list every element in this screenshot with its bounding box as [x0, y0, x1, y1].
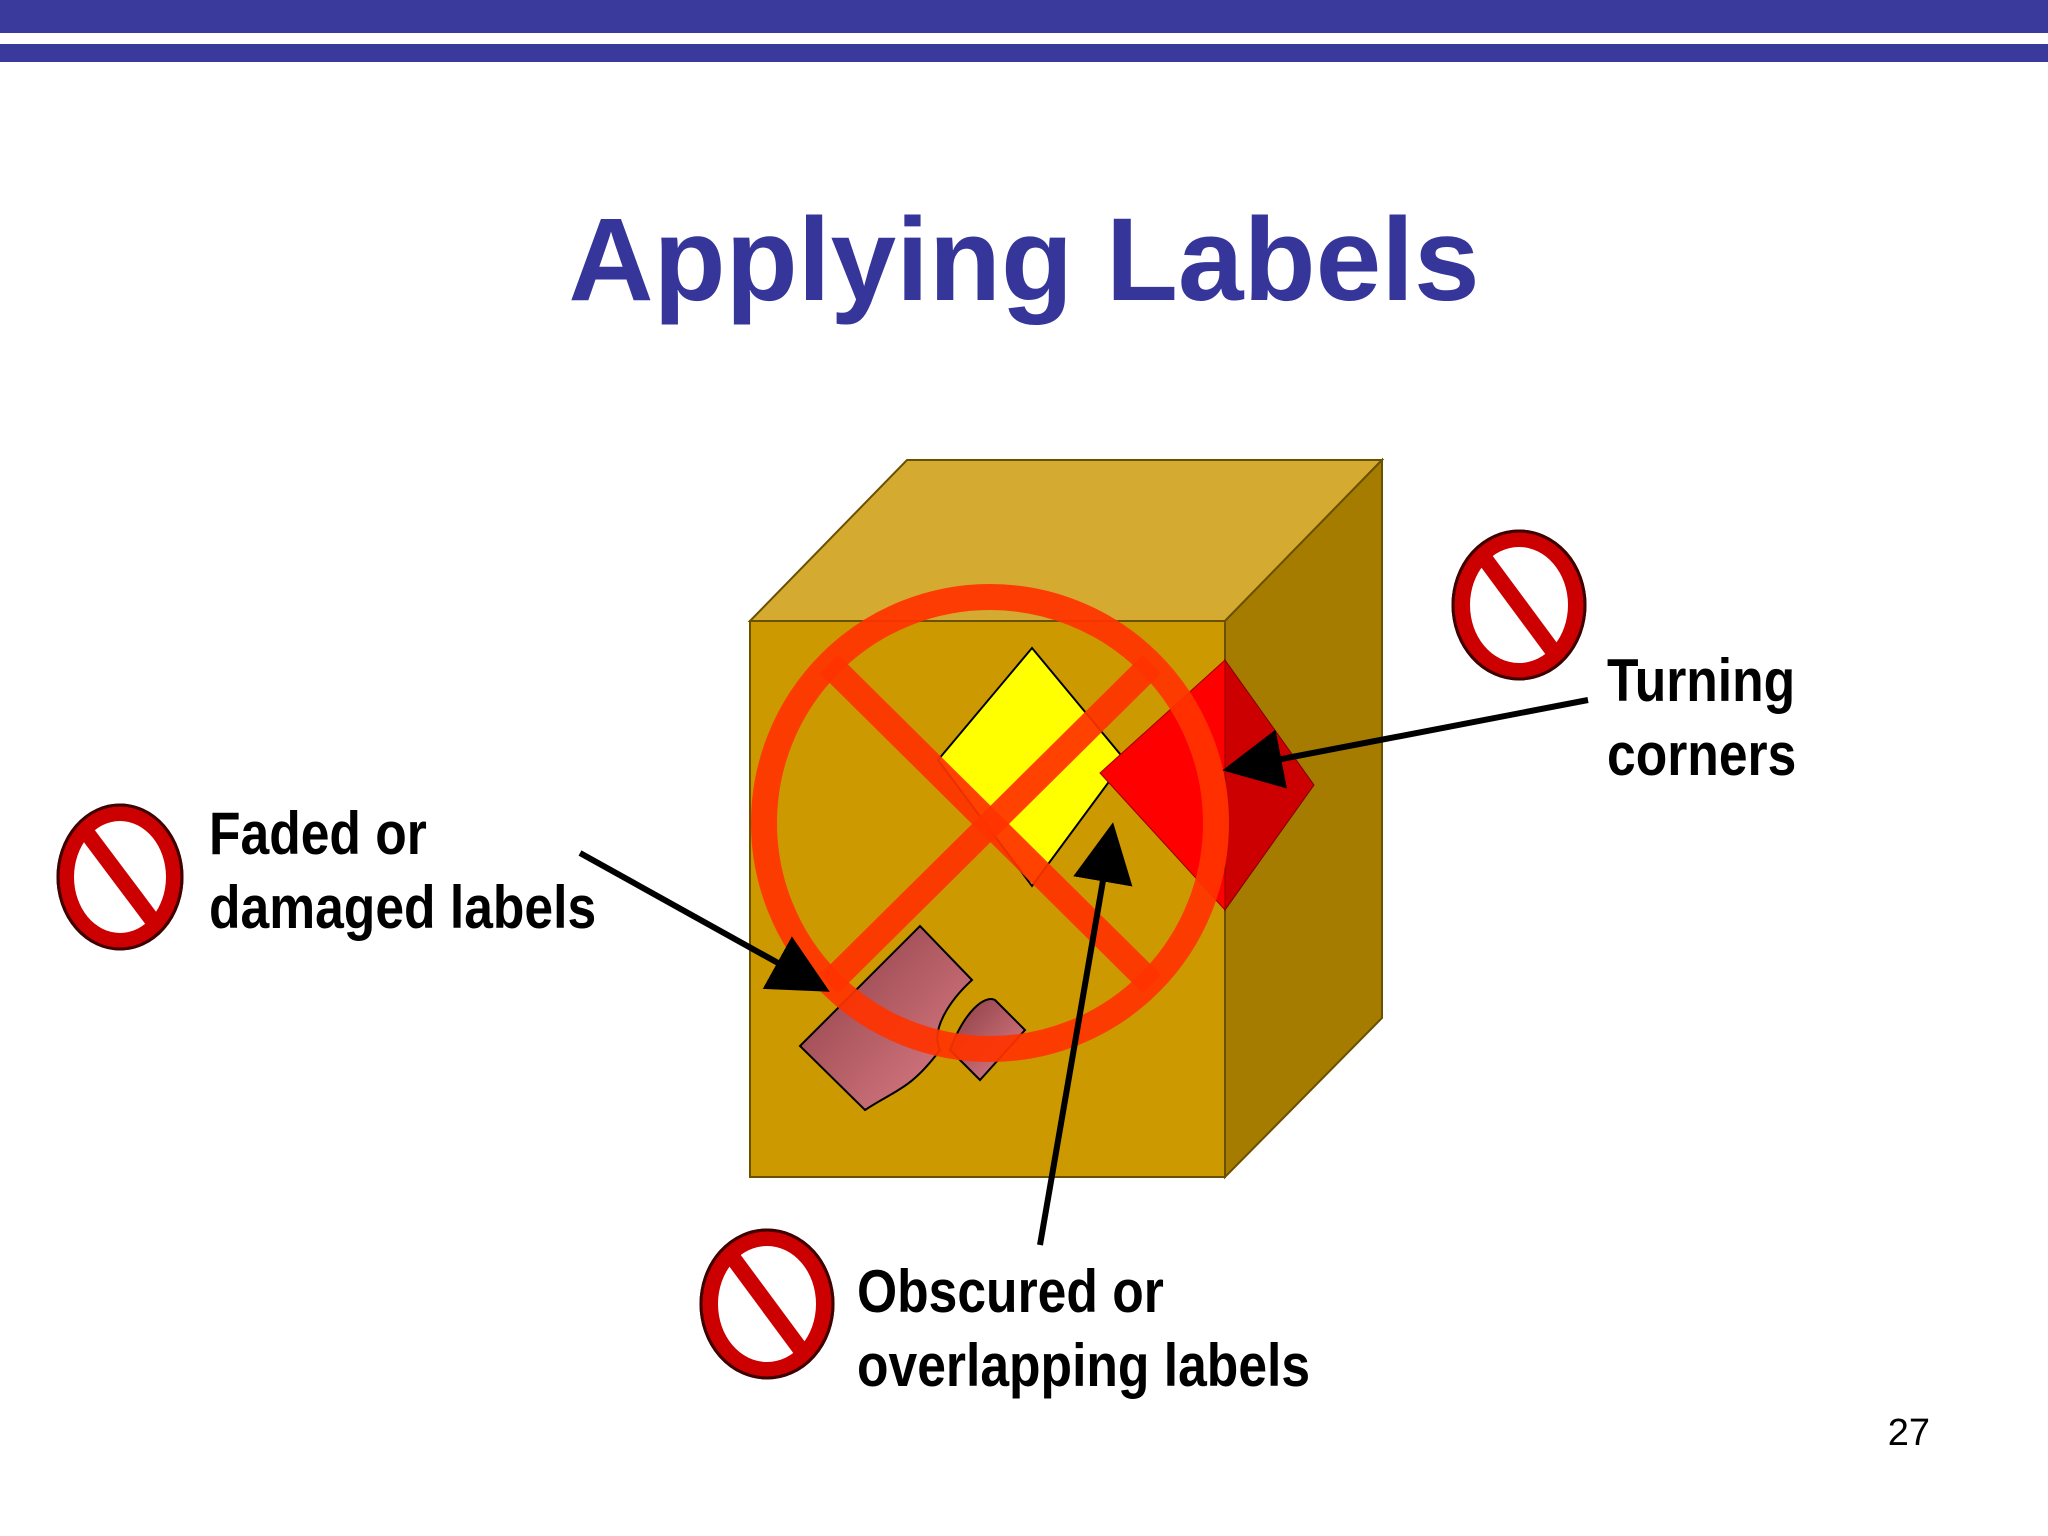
callout-obscured-line1: Obscured or — [857, 1258, 1164, 1325]
slide-title: Applying Labels — [568, 194, 1480, 326]
callout-obscured-line2: overlapping labels — [857, 1332, 1311, 1399]
cardboard-box — [747, 457, 1385, 1180]
arrow-faded — [578, 850, 830, 992]
callout-faded-line1: Faded or — [209, 800, 427, 867]
callout-turning: Turning corners — [1607, 644, 1796, 792]
arrow-obscured — [1037, 822, 1133, 1246]
no-symbol-icon — [1451, 529, 1587, 681]
callout-obscured: Obscured or overlapping labels — [857, 1255, 1310, 1403]
callout-faded-line2: damaged labels — [209, 874, 597, 941]
page-number: 27 — [1887, 1412, 1930, 1454]
no-symbol-icon — [56, 803, 184, 951]
callout-turning-line2: corners — [1607, 721, 1797, 788]
callout-faded: Faded or damaged labels — [209, 797, 596, 945]
cross-out-icon — [751, 584, 1229, 1062]
no-symbol-icon — [699, 1228, 835, 1380]
callout-turning-line1: Turning — [1607, 647, 1796, 714]
header-rule — [0, 44, 2048, 62]
header-bar — [0, 0, 2048, 33]
arrow-turning — [1222, 697, 1589, 789]
